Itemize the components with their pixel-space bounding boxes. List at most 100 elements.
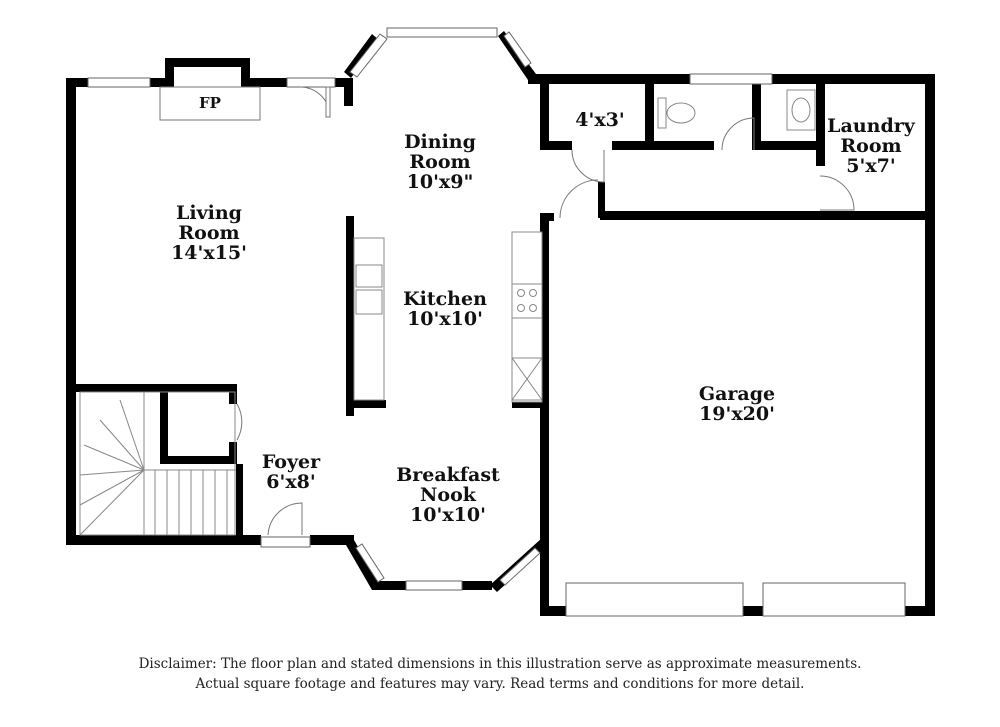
wall-east bbox=[925, 74, 935, 616]
windows bbox=[87, 27, 906, 617]
garage-wall-south-left bbox=[540, 606, 566, 616]
fireplace-wall-top bbox=[165, 58, 250, 67]
fireplace-hearth bbox=[159, 86, 261, 121]
sink-basin-1 bbox=[355, 264, 383, 288]
laundry-wall-left bbox=[816, 84, 825, 166]
window-breakfast-sw bbox=[355, 543, 385, 583]
door-garage-swing bbox=[559, 179, 599, 219]
door-hall-swing bbox=[721, 117, 755, 151]
dining-room-name-1: Dining bbox=[404, 131, 476, 153]
garage-door-left bbox=[565, 582, 744, 617]
closet-wall-right bbox=[645, 84, 654, 150]
door-front-threshold bbox=[260, 536, 311, 548]
bay-wall-south-2 bbox=[462, 581, 492, 590]
window-dining-top bbox=[386, 27, 498, 38]
stair-winder bbox=[83, 444, 145, 471]
burner bbox=[529, 304, 537, 312]
door-foyer-closet-swing bbox=[236, 403, 243, 441]
wall-dining-jamb bbox=[344, 78, 353, 106]
kitchen-wall-bottom bbox=[346, 400, 386, 408]
burner bbox=[517, 304, 525, 312]
wall-north-right-2 bbox=[772, 74, 935, 84]
garage-wall-south-right bbox=[905, 606, 935, 616]
foyer-dims: 6'x8' bbox=[266, 471, 316, 493]
living-room-dims: 14'x15' bbox=[171, 242, 247, 264]
bay-windows bbox=[349, 31, 541, 586]
garage-door-right bbox=[762, 582, 906, 617]
garage-wall-west-cap bbox=[540, 213, 554, 221]
doors bbox=[236, 86, 855, 536]
laundry-room-name-2: Room bbox=[840, 135, 902, 157]
disclaimer-line-1: Disclaimer: The floor plan and stated di… bbox=[138, 656, 862, 672]
dining-room-dims: 10'x9" bbox=[406, 171, 474, 193]
foyer-closet-wall-right bbox=[229, 384, 237, 404]
burner bbox=[517, 289, 525, 297]
refrigerator-x bbox=[511, 357, 543, 401]
kitchen-label: Kitchen 10'x10' bbox=[375, 289, 515, 329]
breakfast-nook-name-2: Nook bbox=[420, 484, 476, 506]
door-patio-threshold bbox=[286, 77, 336, 88]
stair-winder bbox=[79, 469, 145, 476]
closet-wall-left bbox=[540, 74, 549, 150]
foyer-closet-wall-right-2 bbox=[229, 442, 237, 464]
kitchen-dims: 10'x10' bbox=[407, 308, 483, 330]
window-breakfast bbox=[405, 580, 463, 591]
living-room-name-1: Living bbox=[176, 202, 242, 224]
closet-label: 4'x3' bbox=[560, 110, 640, 130]
range bbox=[511, 283, 543, 319]
door-closet-swing bbox=[571, 149, 605, 183]
breakfast-nook-dims: 10'x10' bbox=[410, 504, 486, 526]
garage-name: Garage bbox=[698, 383, 776, 405]
closet-wall-bottom bbox=[540, 141, 572, 150]
laundry-room-dims: 5'x7' bbox=[846, 155, 896, 177]
wall-west bbox=[66, 78, 76, 544]
garage-label: Garage 19'x20' bbox=[667, 384, 807, 424]
kitchen-name: Kitchen bbox=[403, 288, 487, 310]
fireplace-label: FP bbox=[185, 93, 235, 113]
living-room-name-2: Room bbox=[178, 222, 240, 244]
fixtures bbox=[353, 89, 816, 403]
bay-wall-sw bbox=[346, 540, 380, 590]
breakfast-nook-label: Breakfast Nook 10'x10' bbox=[378, 465, 518, 525]
closet-wall-bottom-2 bbox=[612, 141, 714, 150]
fireplace-wall-right bbox=[241, 58, 250, 87]
stair-wall-right bbox=[236, 464, 243, 536]
laundry-room-name-1: Laundry bbox=[827, 115, 915, 137]
closet-dims: 4'x3' bbox=[575, 109, 625, 131]
window-dining-nw bbox=[349, 33, 388, 78]
wall-north-right bbox=[528, 74, 690, 84]
stair-outline bbox=[79, 391, 236, 536]
toilet-bowl bbox=[666, 102, 696, 124]
stair-winder bbox=[79, 469, 145, 506]
stair-winder bbox=[119, 399, 145, 471]
laundry-wall-bottom-jamb bbox=[855, 211, 930, 220]
foyer-closet-wall-bottom bbox=[160, 456, 237, 464]
wall-north-mid bbox=[241, 78, 287, 87]
wall-north-left bbox=[66, 78, 88, 87]
kitchen-wall-right bbox=[512, 400, 542, 408]
door-laundry-swing bbox=[819, 175, 855, 211]
hall-wall-bottom bbox=[600, 211, 930, 220]
breakfast-nook-name-1: Breakfast bbox=[396, 464, 500, 486]
bath-wall-right bbox=[752, 84, 761, 150]
bay-wall-nw bbox=[344, 34, 379, 78]
wall-south-right bbox=[310, 535, 354, 545]
foyer-name: Foyer bbox=[261, 451, 321, 473]
disclaimer-line-2: Actual square footage and features may v… bbox=[195, 676, 805, 692]
bath-wall-bottom bbox=[761, 141, 819, 150]
garage-wall-south-mid bbox=[743, 606, 763, 616]
dining-room-name-2: Room bbox=[409, 151, 471, 173]
garage-wall-west bbox=[540, 213, 549, 616]
window-bath bbox=[689, 73, 773, 85]
hall-wall-jamb bbox=[598, 182, 605, 218]
window-breakfast-se bbox=[499, 547, 541, 586]
window-dining-ne bbox=[503, 31, 532, 68]
foyer-closet-wall-left bbox=[160, 392, 168, 464]
fireplace-text: FP bbox=[199, 94, 221, 112]
door-patio-leaf bbox=[325, 86, 331, 118]
foyer-closet-wall-top bbox=[76, 384, 236, 392]
garage-dims: 19'x20' bbox=[699, 403, 775, 425]
wall-north-left-2 bbox=[150, 78, 165, 87]
living-room-label: Living Room 14'x15' bbox=[139, 203, 279, 263]
sink-basin-2 bbox=[355, 289, 383, 315]
